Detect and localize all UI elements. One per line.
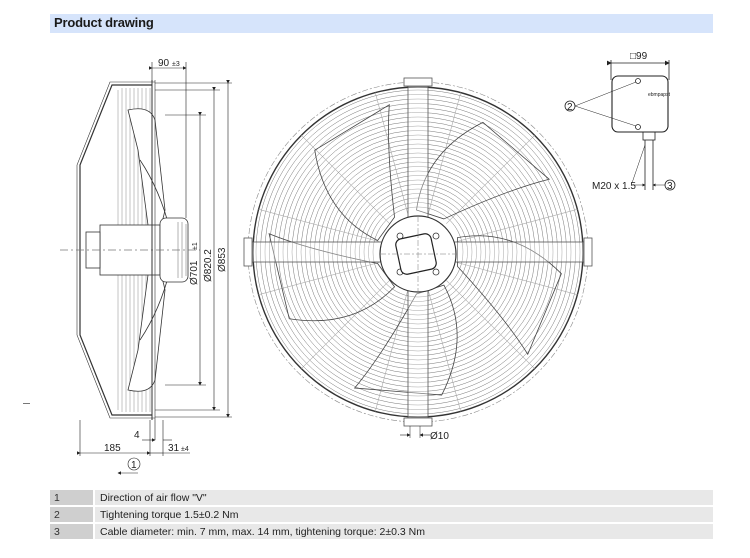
front-view (243, 77, 593, 438)
legend-number: 1 (50, 490, 93, 505)
guard-spoke (456, 209, 578, 242)
legend-text: Tightening torque 1.5±0.2 Nm (93, 507, 713, 522)
fan-blade (268, 233, 396, 322)
guard-spoke (375, 290, 408, 412)
callout-2: 2 (567, 102, 573, 113)
legend-table: 1 Direction of air flow "V" 2 Tightening… (50, 488, 713, 541)
legend-text: Cable diameter: min. 7 mm, max. 14 mm, t… (93, 524, 713, 539)
guard-ring-outer (252, 86, 584, 418)
fan-blade (416, 121, 551, 220)
guard-ring (255, 89, 581, 415)
guard-spoke (375, 92, 408, 214)
fan-blade (353, 284, 458, 396)
terminal-box-detail (564, 60, 676, 191)
dim-dia-853: Ø853 (217, 247, 228, 272)
legend-text: Direction of air flow "V" (93, 490, 713, 505)
section-header: Product drawing (50, 14, 713, 33)
callout-circle-2 (564, 100, 576, 112)
guard-ring (260, 94, 576, 410)
blade-lower (127, 259, 166, 392)
dim-185: 185 (104, 443, 121, 454)
dim-90-tol: ±3 (172, 61, 180, 68)
legend-row: 2 Tightening torque 1.5±0.2 Nm (50, 507, 713, 522)
guard-ring (354, 188, 482, 316)
terminal-box (611, 75, 669, 133)
callout-1: 1 (131, 460, 137, 471)
brand-mark: ebmpapst (648, 92, 671, 98)
guard-ring (287, 121, 549, 383)
guard-ring (264, 98, 572, 406)
guard-ring (341, 175, 495, 329)
legend-row: 1 Direction of air flow "V" (50, 490, 713, 505)
dim-4: 4 (134, 430, 140, 441)
guard-ring (372, 206, 464, 298)
guard-ring (318, 152, 518, 352)
guard-spoke (258, 209, 380, 242)
callout-3: 3 (667, 181, 673, 192)
callout-circle-3 (664, 179, 676, 191)
dim-box-size: □99 (630, 51, 648, 62)
guard-ring (314, 148, 522, 356)
guard-spokes (258, 92, 578, 412)
guard-spoke (301, 135, 390, 224)
gland-size: M20 x 1.5 (592, 181, 636, 192)
guard-ring (345, 179, 491, 325)
section-title: Product drawing (54, 15, 154, 30)
guard-spoke (446, 280, 535, 369)
guard-ring (309, 143, 527, 361)
guard-ring (363, 197, 473, 307)
product-drawing: 90 ±3 Ø701 ±1 Ø820.2 Ø853 4 185 31 ±4 1 (60, 51, 676, 475)
guard-ring (332, 166, 504, 338)
guard-spoke (428, 92, 461, 214)
guard-spoke (446, 135, 535, 224)
dim-dia-701-tol: ±1 (192, 242, 199, 250)
fan-blade (314, 104, 395, 241)
dim-dia-701: Ø701 (189, 260, 200, 285)
dim-31: 31 (168, 443, 180, 454)
legend-number: 2 (50, 507, 93, 522)
guard-spoke (456, 262, 578, 295)
margin-tick (23, 403, 30, 404)
guard-ring (323, 157, 513, 347)
dim-hole-dia: Ø10 (430, 431, 449, 442)
callout-circle-1 (127, 457, 141, 471)
side-view (60, 80, 200, 420)
guard-ring (359, 193, 477, 311)
dim-dia-820: Ø820.2 (203, 249, 214, 282)
guard-ring (282, 116, 554, 388)
guard-ring (278, 112, 558, 392)
dim-31-tol: ±4 (181, 446, 189, 453)
guard-ring (269, 103, 567, 401)
fan-blades (268, 104, 562, 396)
guard-spoke (428, 290, 461, 412)
guard-ring (350, 184, 486, 320)
blade-upper (127, 108, 166, 241)
guard-spoke (258, 262, 380, 295)
guard-spoke (301, 280, 390, 369)
guard-ring (296, 130, 540, 374)
guard-ring (291, 125, 545, 379)
legend-number: 3 (50, 524, 93, 539)
dim-90: 90 (158, 58, 170, 69)
fan-blade (457, 235, 562, 356)
side-view-dimensions (77, 62, 232, 475)
legend-row: 3 Cable diameter: min. 7 mm, max. 14 mm,… (50, 524, 713, 539)
guard-ring (336, 170, 500, 334)
guard-ring (305, 139, 531, 365)
guard-ring (273, 107, 563, 397)
